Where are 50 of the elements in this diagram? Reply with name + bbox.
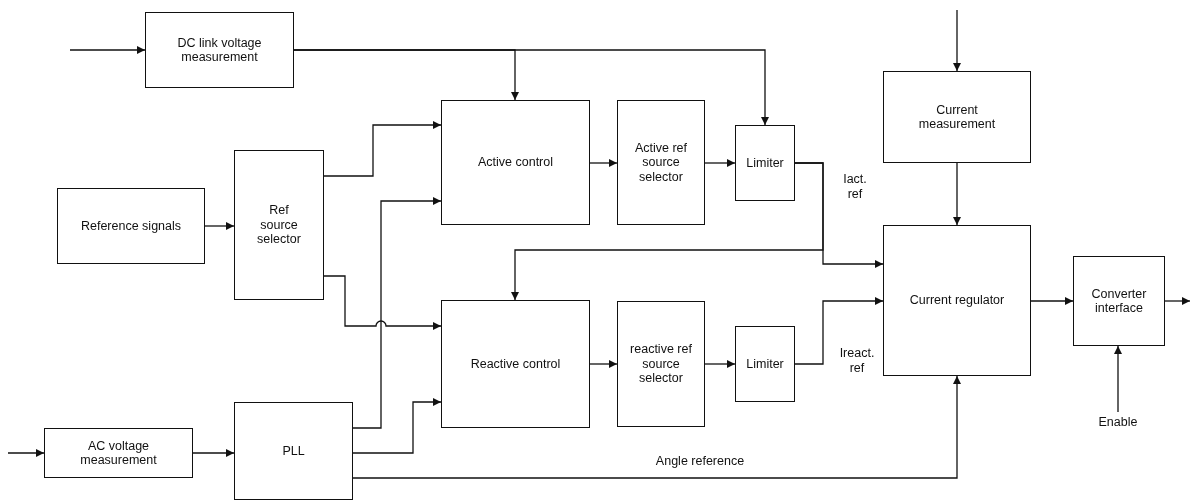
block-box [441,100,590,225]
arrow [1114,345,1122,413]
block-box [234,150,324,300]
arrow [704,159,736,167]
input-label: Enable [1095,412,1141,432]
arrow [204,222,235,230]
block-label: Limiter [746,356,784,372]
block-label: PLL [282,443,305,459]
block-box [145,12,294,88]
arrow [69,46,146,54]
block-box [735,326,795,402]
block-label: Active ref source selector [633,140,689,185]
arrow [511,162,824,301]
arrow [953,162,961,226]
block-label: DC link voltage measurement [176,35,263,65]
block-label: Reactive control [470,356,561,372]
block-box [1073,256,1165,346]
block-box [735,125,795,201]
block-label: Current measurement [917,102,997,132]
arrow [323,121,442,177]
block-box [617,301,705,427]
block-box [441,300,590,428]
block-box [57,188,205,264]
block-box [617,100,705,225]
block-label: Reference signals [80,218,182,234]
arrow [352,398,442,454]
block-label: Converter interface [1090,286,1148,316]
arrow [589,360,618,368]
arrow [323,275,442,330]
arrow [7,449,45,457]
arrow [794,297,884,365]
block-box [883,225,1031,376]
arrow [589,159,618,167]
arrow [192,449,235,457]
block-box [44,428,193,478]
block-box [234,402,353,500]
block-label: Current regulator [909,293,1005,308]
block-label: AC voltage measurement [79,438,158,468]
arrow [704,360,736,368]
arrow [1164,297,1191,305]
block-label: Limiter [746,155,784,171]
arrow [352,375,961,479]
arrow [352,197,442,429]
arrow [1030,297,1074,305]
arrow [953,9,961,72]
block-box [883,71,1031,163]
arrow [293,49,769,126]
block-label: Ref source selector [256,203,302,247]
block-label: reactive ref source selector [629,342,693,386]
block-label: Active control [478,155,553,170]
